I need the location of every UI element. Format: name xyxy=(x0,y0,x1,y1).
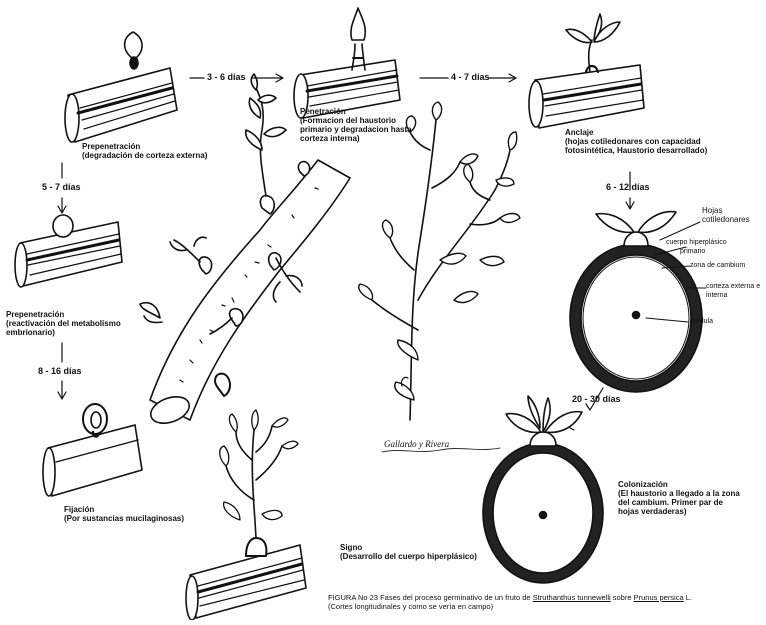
caption-species: Struthanthus tunnewelli xyxy=(533,593,611,602)
stage-title: Prepenetración xyxy=(82,142,207,151)
label-line: corteza externa e xyxy=(706,282,760,291)
stage-description: (degradación de corteza externa) xyxy=(82,151,207,160)
duration-4: 8 - 16 días xyxy=(38,366,82,376)
caption-mid: sobre xyxy=(613,593,632,602)
figure-caption: FIGURA No 23 Fases del proceso germinati… xyxy=(328,593,692,611)
label-line: cuerpo hiperplásico xyxy=(666,238,727,247)
label-penetracion: Penetración (Formacion del haustorio pri… xyxy=(300,107,412,143)
label-corteza: corteza externa e interna xyxy=(706,282,760,300)
stage-description-line: del cambium. Primer par de xyxy=(618,498,740,507)
caption-suffix: L. xyxy=(686,593,692,602)
stage-title: Penetración xyxy=(300,107,412,116)
author-signature: Gallardo y Rivera xyxy=(384,440,449,449)
label-colonizacion: Colonización (El haustorio a llegado a l… xyxy=(618,480,740,516)
label-line: interna xyxy=(706,291,760,300)
stage-description-line: fotosintética, Haustorio desarrollado) xyxy=(565,146,707,155)
label-prepenetracion-1: Prepenetración (degradación de corteza e… xyxy=(82,142,207,160)
stage-description-line: (reactivación del metabolismo xyxy=(6,319,121,328)
stage-description-line: (Formacion del haustorio xyxy=(300,116,412,125)
caption-host: Prunus persica xyxy=(634,593,684,602)
branch-stage-prepenetration-1 xyxy=(65,32,177,142)
stage-title: Fijación xyxy=(64,505,184,514)
label-medula: médula xyxy=(690,317,713,326)
duration-2: 4 - 7 días xyxy=(451,72,490,82)
branch-stage-penetration xyxy=(294,8,400,118)
branch-stage-prepenetration-2 xyxy=(15,215,122,287)
label-hojas-cotiledonares: Hojas cotiledonares xyxy=(702,206,750,224)
label-fijacion: Fijación (Por sustancias mucilaginosas) xyxy=(64,505,184,523)
stage-title: Colonización xyxy=(618,480,740,489)
label-line: cotiledonares xyxy=(702,215,750,224)
cross-section-colonizacion xyxy=(483,396,603,583)
stage-description-line: hojas verdaderas) xyxy=(618,507,740,516)
stage-description: (Por sustancias mucilaginosas) xyxy=(64,514,184,523)
branch-stage-signo xyxy=(186,410,306,620)
stage-title: Signo xyxy=(340,543,477,552)
duration-6: 20 - 30 días xyxy=(572,394,621,404)
branch-stage-anclaje xyxy=(529,14,644,128)
duration-5: 6 - 12 días xyxy=(606,182,650,192)
label-line: Hojas xyxy=(702,206,750,215)
stage-description-line: (El haustorio a llegado a la zona xyxy=(618,489,740,498)
caption-line2: (Cortes longitudinales y como se vería e… xyxy=(328,602,692,611)
label-line: primario xyxy=(666,247,727,256)
label-cuerpo-hiperplasico: cuerpo hiperplásico primario xyxy=(666,238,727,256)
stage-description-line: primario y degradacion hasta xyxy=(300,125,412,134)
label-zona-cambium: zona de cambium xyxy=(690,261,745,270)
label-signo: Signo (Desarrollo del cuerpo hiperplásic… xyxy=(340,543,477,561)
stage-title: Prepenetración xyxy=(6,310,121,319)
duration-1: 3 - 6 días xyxy=(207,72,246,82)
mistletoe-plant-drawing xyxy=(359,102,520,420)
branch-stage-fijacion xyxy=(43,404,142,496)
stage-description-line: (hojas cotiledonares con capacidad xyxy=(565,137,707,146)
duration-3: 5 - 7 días xyxy=(42,182,81,192)
stage-description: (Desarrollo del cuerpo hiperplásico) xyxy=(340,552,477,561)
caption-prefix: FIGURA No 23 Fases del proceso germinati… xyxy=(328,593,531,602)
label-prepenetracion-2: Prepenetración (reactivación del metabol… xyxy=(6,310,121,337)
stage-description-line: corteza interna) xyxy=(300,134,412,143)
label-anclaje: Anclaje (hojas cotiledonares con capacid… xyxy=(565,128,707,155)
stage-description-line: embrionario) xyxy=(6,328,121,337)
stage-title: Anclaje xyxy=(565,128,707,137)
